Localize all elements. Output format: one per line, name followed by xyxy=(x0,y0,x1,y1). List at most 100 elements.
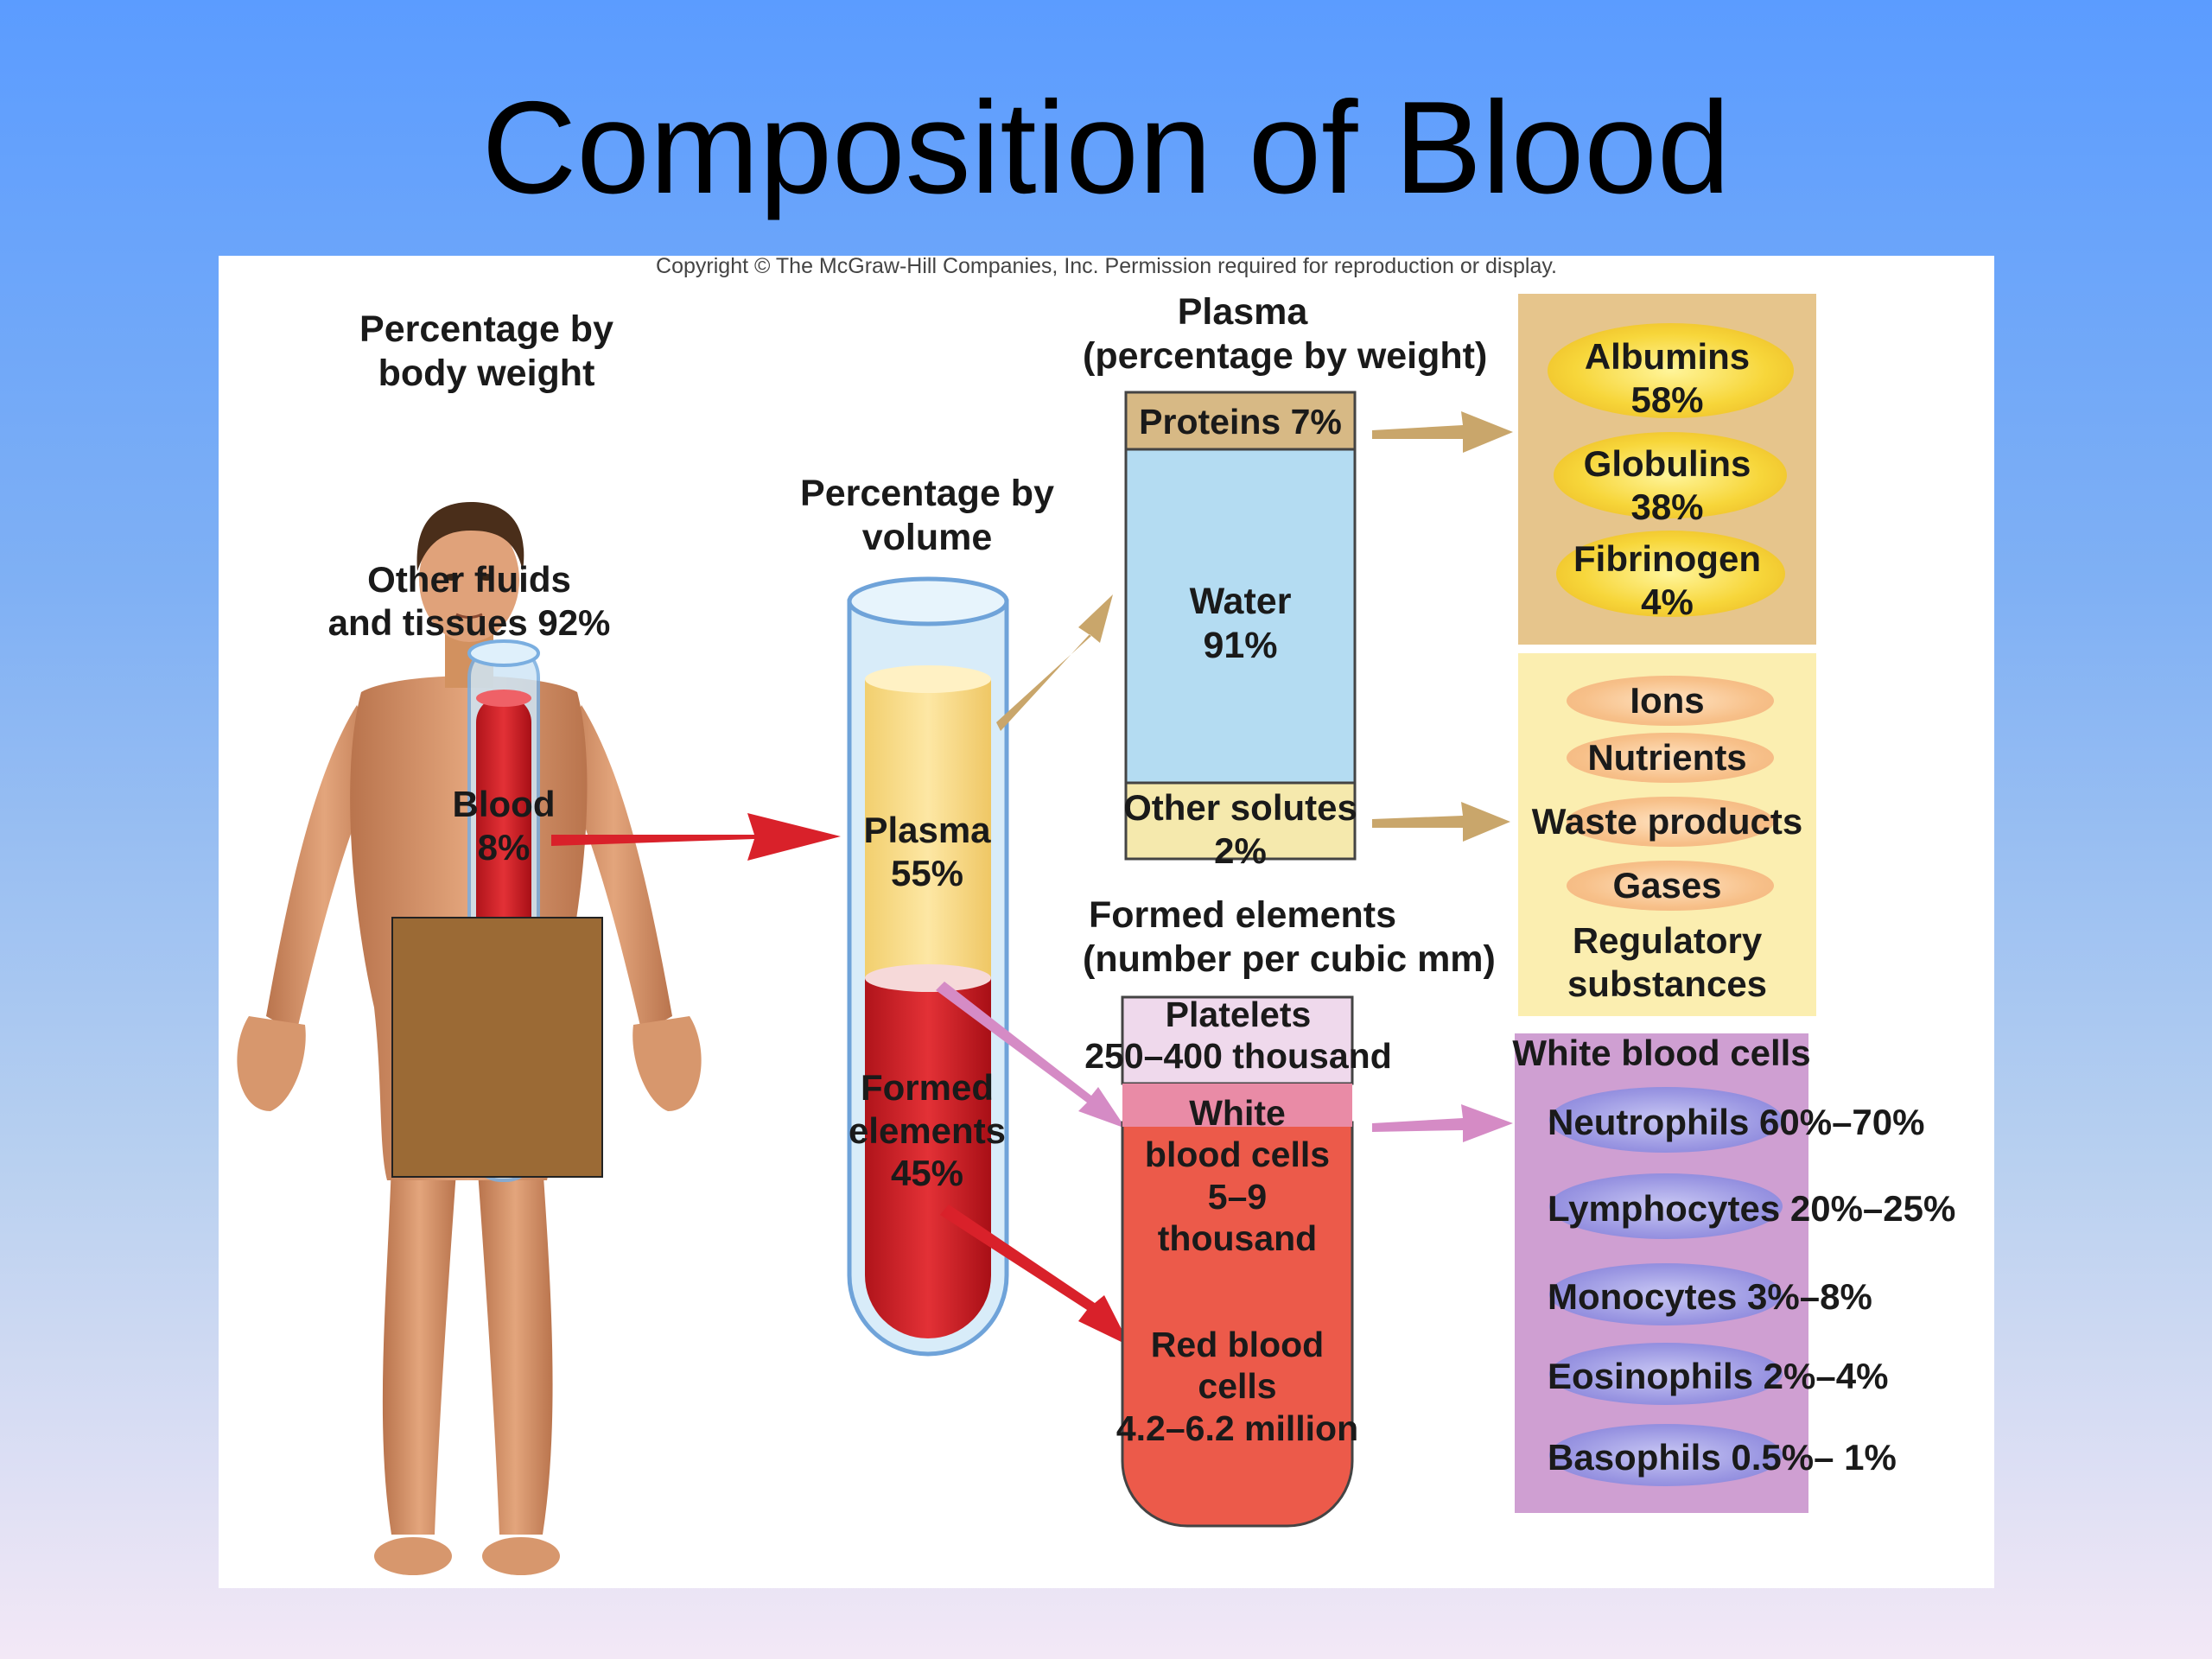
proteins-label: Proteins 7% xyxy=(1139,402,1342,442)
arrow-formed-to-rbc xyxy=(940,1205,1130,1346)
arrow-plasma-to-column xyxy=(996,594,1113,731)
formed-volume-line2: elements xyxy=(848,1109,1007,1151)
wbc-count-line3: 5–9 xyxy=(1207,1176,1268,1217)
right-hand xyxy=(632,1016,702,1111)
plasma-volume-label: Plasma 55% xyxy=(841,809,1014,894)
arrow-blood-to-tube xyxy=(551,813,841,861)
right-leg xyxy=(478,1163,553,1535)
mouth xyxy=(455,613,483,619)
blood-line1: Blood xyxy=(452,784,556,824)
body-weight-heading-line2: body weight xyxy=(378,352,595,394)
rbc-count-label: Red blood cells 4.2–6.2 million xyxy=(1096,1324,1378,1449)
fibrinogen-oval xyxy=(1556,531,1785,617)
plasma-volume-line2: 55% xyxy=(890,852,964,893)
rbc-count-line3: 4.2–6.2 million xyxy=(1116,1408,1359,1448)
diagram-panel: Copyright © The McGraw-Hill Companies, I… xyxy=(219,256,1994,1588)
platelets-label: Platelets 250–400 thousand xyxy=(1083,994,1394,1077)
volume-tube xyxy=(847,576,1009,1357)
left-leg xyxy=(382,1163,456,1535)
globulins-value: 38% xyxy=(1630,486,1704,527)
column-rbc xyxy=(1121,1121,1354,1528)
column-wbc xyxy=(1122,1084,1352,1127)
wbc-count-line1: White xyxy=(1189,1093,1286,1133)
head xyxy=(419,518,519,642)
volume-tube-plasma xyxy=(865,679,991,978)
albumins-oval xyxy=(1548,323,1794,418)
globulins-label: Globulins 38% xyxy=(1518,442,1816,528)
monocytes-oval xyxy=(1549,1263,1783,1325)
regulatory-line2: substances xyxy=(1567,963,1768,1004)
formed-heading-line1: Formed elements xyxy=(1088,894,1397,936)
copyright-notice: Copyright © The McGraw-Hill Companies, I… xyxy=(656,254,1557,278)
regulatory-line1: Regulatory xyxy=(1572,920,1763,961)
body-tube-blood-top xyxy=(476,690,531,707)
wbc-count-line4: thousand xyxy=(1157,1218,1318,1259)
formed-volume-line3: 45% xyxy=(890,1153,964,1194)
body-tube-mouth xyxy=(467,639,540,667)
nutrients-oval xyxy=(1567,733,1774,783)
fibrinogen-label: Fibrinogen 4% xyxy=(1518,537,1816,623)
globulins-name: Globulins xyxy=(1583,443,1751,484)
volume-tube-plasma-top xyxy=(865,665,991,693)
body-weight-heading: Percentage by body weight xyxy=(340,308,633,395)
platelets-line1: Platelets xyxy=(1165,995,1312,1034)
wbc-item: Basophils 0.5%– 1% xyxy=(1548,1437,1897,1478)
arrow-solutes-to-list xyxy=(1372,802,1510,842)
other-solutes-label: Other solutes 2% xyxy=(1109,786,1372,872)
eosinophils-oval xyxy=(1549,1343,1783,1405)
volume-heading-line2: volume xyxy=(861,516,993,558)
slide-title: Composition of Blood xyxy=(481,74,1731,221)
wbc-count-label: White blood cells 5–9 thousand xyxy=(1122,1092,1352,1260)
water-line1: Water xyxy=(1189,581,1292,622)
right-eye xyxy=(480,574,493,581)
formed-volume-label: Formed elements 45% xyxy=(832,1066,1022,1195)
albumins-label: Albumins 58% xyxy=(1518,335,1816,421)
albumins-name: Albumins xyxy=(1584,336,1751,377)
plasma-weight-heading: Plasma (percentage by weight) xyxy=(1083,290,1488,378)
volume-tube-mouth xyxy=(847,576,1009,626)
waste-oval xyxy=(1567,797,1774,847)
volume-heading: Percentage by volume xyxy=(789,472,1065,559)
other-fluids-line1: Other fluids xyxy=(367,559,571,600)
wbc-item: Lymphocytes 20%–25% xyxy=(1548,1188,1956,1229)
plasma-volume-line1: Plasma xyxy=(863,810,991,850)
basophils-oval xyxy=(1549,1424,1783,1486)
gases-oval xyxy=(1567,861,1774,911)
volume-heading-line1: Percentage by xyxy=(800,473,1054,514)
ions-label: Ions xyxy=(1630,680,1705,721)
lymphocytes-oval xyxy=(1549,1173,1783,1239)
left-eye xyxy=(445,574,459,581)
formed-column xyxy=(1121,995,1354,1528)
water-line2: 91% xyxy=(1203,624,1278,666)
fibrinogen-value: 4% xyxy=(1641,581,1694,622)
left-foot xyxy=(374,1537,452,1575)
cover-box xyxy=(391,917,603,1178)
nutrients-label: Nutrients xyxy=(1587,737,1747,778)
left-hand xyxy=(237,1016,306,1111)
plasma-weight-heading-line1: Plasma xyxy=(1177,291,1308,333)
right-foot xyxy=(482,1537,560,1575)
ions-oval xyxy=(1567,676,1774,726)
wbc-item: Eosinophils 2%–4% xyxy=(1548,1356,1889,1396)
water-label: Water 91% xyxy=(1126,580,1355,667)
plasma-weight-heading-line2: (percentage by weight) xyxy=(1083,334,1488,377)
column-water xyxy=(1124,391,1357,861)
column-proteins-band xyxy=(1124,391,1357,451)
rbc-count-line1: Red blood xyxy=(1150,1325,1325,1364)
arrow-formed-to-platelets xyxy=(936,982,1126,1128)
wbc-count-line2: blood cells xyxy=(1144,1135,1331,1175)
other-solutes-line1: Other solutes xyxy=(1123,787,1357,828)
hair xyxy=(416,502,524,571)
column-solutes-band xyxy=(1124,781,1357,861)
arrow-proteins-to-list xyxy=(1372,411,1513,453)
formed-volume-line1: Formed xyxy=(860,1067,994,1108)
other-fluids-line2: and tissues 92% xyxy=(327,601,611,643)
arrow-wbc-to-list xyxy=(1372,1104,1513,1142)
neutrophils-oval xyxy=(1549,1087,1783,1153)
wbc-list-heading: White blood cells xyxy=(1512,1033,1811,1073)
formed-heading: Formed elements (number per cubic mm) xyxy=(1083,893,1496,981)
fibrinogen-name: Fibrinogen xyxy=(1573,538,1761,579)
rbc-count-line2: cells xyxy=(1198,1366,1277,1407)
body-weight-heading-line1: Percentage by xyxy=(359,308,613,350)
blood-line2: 8% xyxy=(477,826,531,868)
